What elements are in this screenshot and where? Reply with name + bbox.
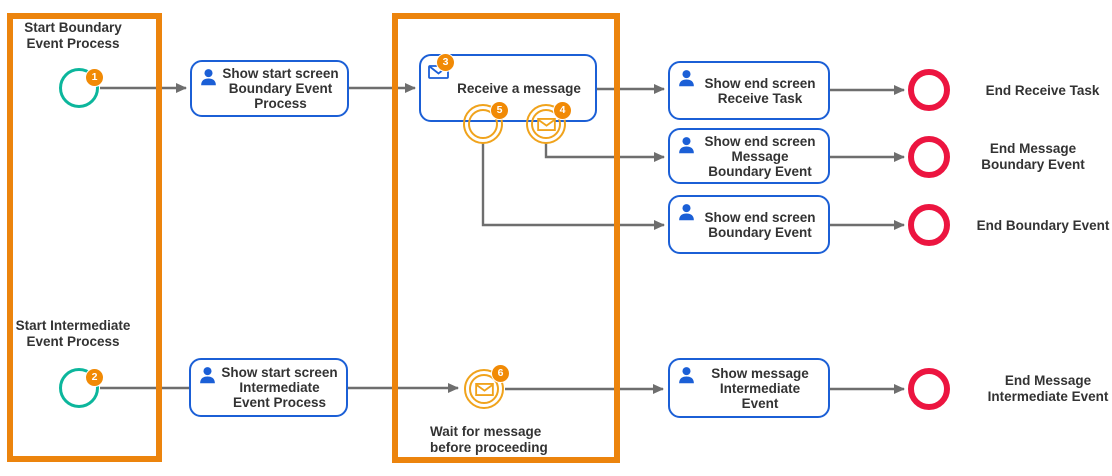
end-event-message-boundary (908, 136, 950, 178)
message-icon (536, 117, 556, 131)
inner-circle (468, 373, 500, 405)
message-intermediate-catch-event: 6 (464, 364, 510, 409)
highlight-region-start-events (7, 13, 162, 462)
boundary-event: 5 (463, 101, 509, 144)
step-badge-5: 5 (490, 101, 509, 120)
inner-circle (530, 108, 562, 140)
end-event-message-intermediate (908, 368, 950, 410)
highlight-region-message-events (392, 13, 620, 463)
label-end-boundary-event: End Boundary Event (976, 218, 1110, 233)
user-icon (676, 135, 697, 156)
step-badge-4: 4 (553, 101, 572, 120)
end-event-receive-task (908, 69, 950, 111)
user-icon (198, 67, 219, 88)
step-badge-3: 3 (436, 53, 455, 72)
start-event-boundary-process: 1 (59, 68, 104, 108)
message-boundary-event: 4 (526, 101, 572, 144)
connector-boundary-to-task5 (481, 143, 665, 230)
message-icon (474, 382, 494, 396)
user-icon (197, 365, 218, 386)
inner-circle (467, 108, 499, 140)
user-icon (676, 365, 697, 386)
user-icon (676, 68, 697, 89)
start-event-intermediate-process: 2 (59, 368, 104, 408)
step-badge-2: 2 (85, 368, 104, 387)
connector-msgboundary-to-task4 (544, 143, 665, 162)
user-icon (676, 202, 697, 223)
label-end-receive-task: End Receive Task (985, 83, 1100, 98)
step-badge-1: 1 (85, 68, 104, 87)
task-label: Receive a message (457, 80, 581, 96)
end-event-boundary (908, 204, 950, 246)
step-badge-6: 6 (491, 364, 510, 383)
